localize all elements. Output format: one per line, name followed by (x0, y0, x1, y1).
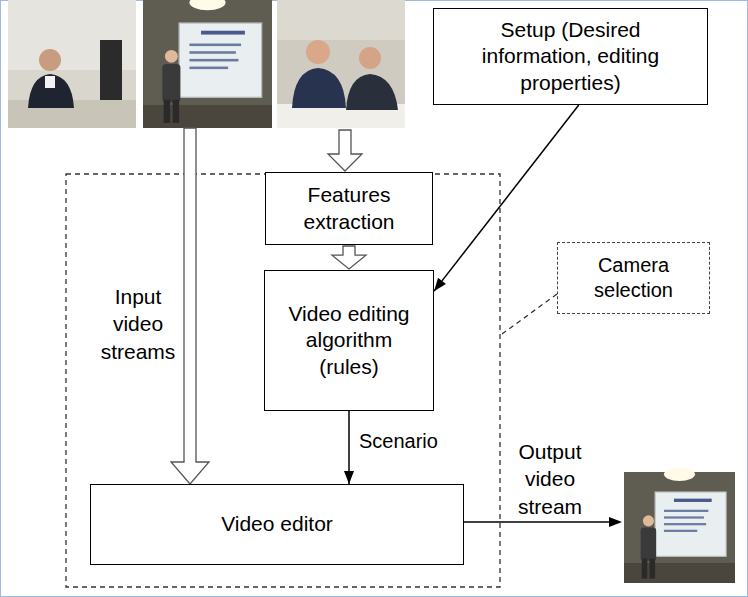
photo-head (306, 40, 330, 64)
photo-shirt (45, 76, 55, 88)
photo-head (359, 47, 381, 69)
photo-ground (277, 0, 405, 128)
photo-wall (277, 0, 405, 40)
photo-chair (100, 40, 122, 100)
camera-photo (8, 0, 136, 128)
hollow-arrow (171, 128, 209, 484)
presentation-scene (143, 0, 272, 128)
presentation-scene (624, 468, 735, 583)
arrow-head (434, 278, 446, 291)
algorithm-box: Video editing algorithm (rules) (264, 270, 434, 411)
box-text: Video editor (221, 511, 333, 537)
arrow-head (609, 517, 622, 527)
output-photo (624, 468, 735, 583)
setup-box: Setup (Desired information, editing prop… (433, 8, 708, 105)
box-text: Features extraction (276, 182, 422, 235)
output-line (464, 521, 612, 523)
stream-label: Output video stream (500, 438, 600, 520)
box-text: Video editing algorithm (rules) (275, 301, 423, 380)
photo-ground (8, 0, 136, 128)
photo-head (39, 49, 61, 71)
process-box: Features extraction (265, 172, 433, 245)
box-text: Setup (Desired information, editing prop… (444, 17, 697, 96)
camera-photo (143, 0, 272, 128)
connector (332, 246, 366, 269)
arrow-head (344, 471, 354, 484)
callout-box: Camera selection (557, 242, 710, 314)
edge-label: Scenario (359, 428, 438, 454)
stream-label: Input video streams (96, 283, 180, 365)
editor-box: Video editor (90, 484, 464, 565)
callout-leader (502, 294, 557, 334)
photo-person (292, 68, 346, 108)
connector (344, 411, 354, 484)
hollow-arrow (332, 246, 366, 269)
photo-person (346, 74, 398, 110)
photo-person (28, 74, 74, 108)
box-text: Camera selection (568, 253, 699, 303)
hollow-arrow (328, 130, 362, 171)
camera-photo (277, 0, 405, 128)
